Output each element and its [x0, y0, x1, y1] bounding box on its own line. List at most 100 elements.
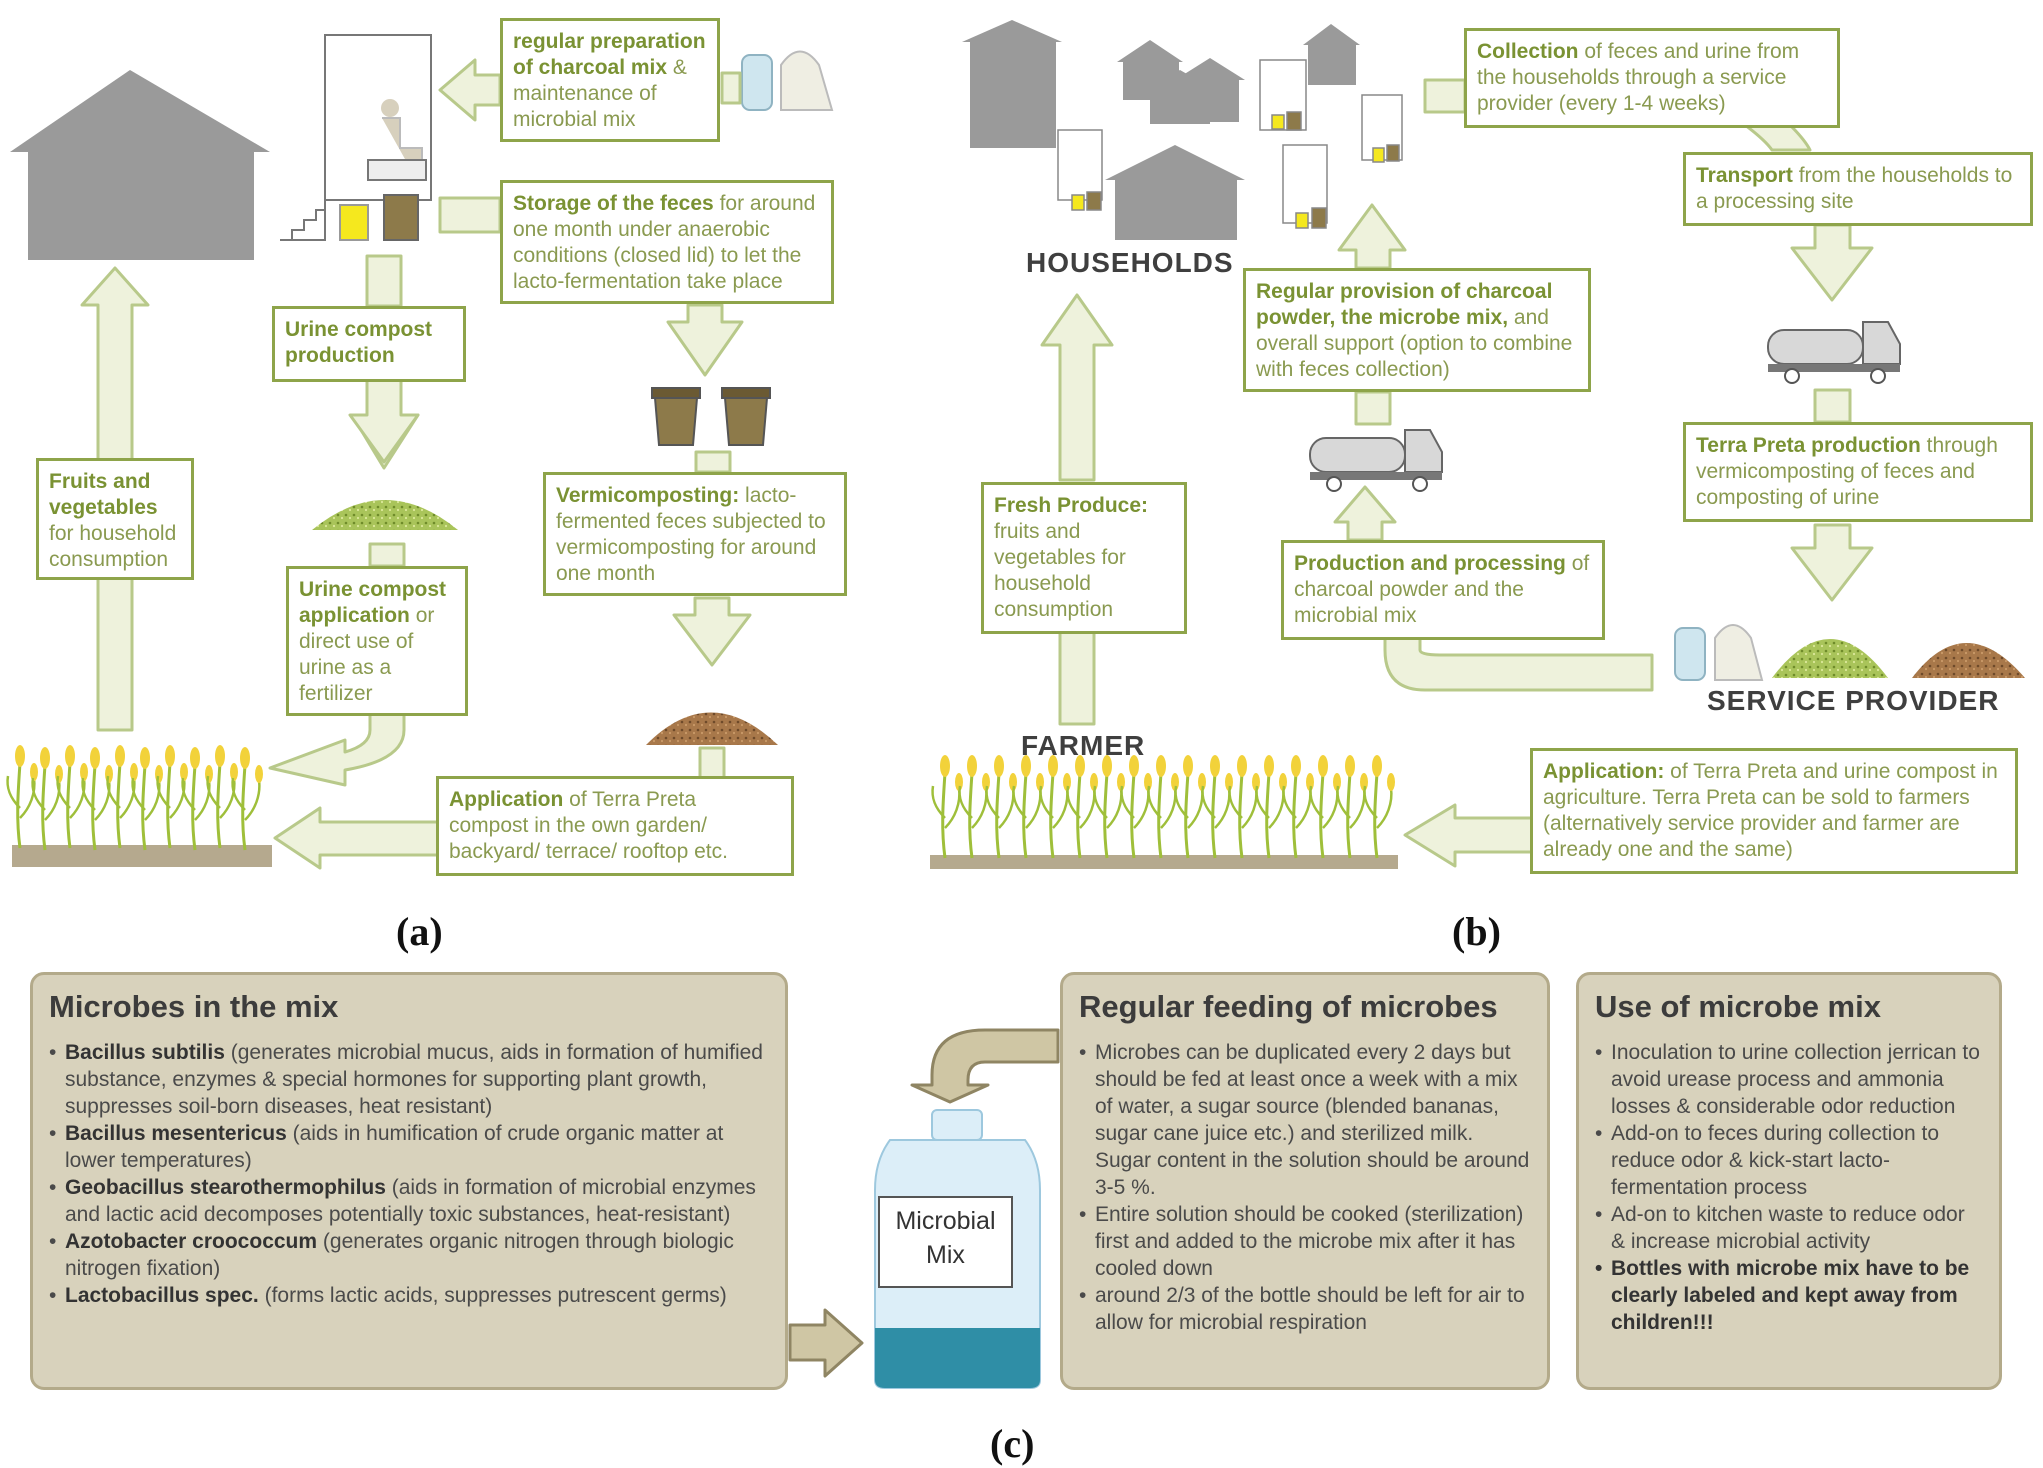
- list-item: Entire solution should be cooked (steril…: [1079, 1201, 1531, 1282]
- microbes-list: Bacillus subtilis (generates microbial m…: [49, 1039, 769, 1309]
- arrow-up-provision: [1337, 203, 1407, 270]
- box-charcoal-mix-text: & maintenance of microbial mix: [513, 56, 687, 131]
- arrow-curve-urine: [268, 712, 406, 787]
- service-provider-label: SERVICE PROVIDER: [1707, 685, 2000, 716]
- box-terra-preta-application: Application of Terra Preta compost in th…: [436, 776, 794, 876]
- box-urine-compost-production: Urine compost production: [272, 306, 466, 382]
- box-transport-text: from the households to a processing site: [1696, 164, 2013, 213]
- arrow-right-microbes: [788, 1308, 864, 1378]
- box-provision: Regular provision of charcoal powder, th…: [1243, 268, 1591, 392]
- list-item-warning: Bottles with microbe mix have to be clea…: [1595, 1255, 1983, 1336]
- arrow-up-fruits: [80, 266, 150, 462]
- arrow-down-transport: [1790, 223, 1874, 302]
- feeding-title: Regular feeding of microbes: [1079, 989, 1498, 1024]
- box-fresh-produce-title: Fresh Produce:: [994, 494, 1149, 517]
- box-storage-title: Storage of the feces: [513, 192, 714, 215]
- list-item: Bacillus mesentericus (aids in humificat…: [49, 1120, 769, 1174]
- list-item: Inoculation to urine collection jerrican…: [1595, 1039, 1983, 1120]
- arrow-curve-feeding: [910, 1028, 1060, 1104]
- box-application-b-title: Application:: [1543, 760, 1665, 783]
- box-fresh-produce-text: fruits and vegetables for household cons…: [994, 520, 1126, 621]
- panel-use-of-microbe-mix: Use of microbe mix Inoculation to urine …: [1576, 972, 2002, 1390]
- arrow-left-application: [273, 806, 440, 870]
- list-item: Azotobacter croococcum (generates organi…: [49, 1228, 769, 1282]
- arrow-down-vermi: [672, 596, 752, 667]
- box-collection: Collection of feces and urine from the h…: [1464, 28, 1840, 128]
- box-application-b: Application: of Terra Preta and urine co…: [1530, 748, 2018, 874]
- box-terra-preta-production: Terra Preta production through vermicomp…: [1683, 422, 2033, 522]
- box-urine-compost-production-title: Urine compost production: [285, 318, 433, 367]
- panel-b-label: (b): [1452, 909, 1501, 954]
- box-charcoal-mix-title: regular preparation of charcoal mix: [513, 30, 706, 79]
- box-provision-title: Regular provision of charcoal powder, th…: [1256, 280, 1553, 329]
- box-urine-application: Urine compost application or direct use …: [286, 566, 468, 716]
- use-list: Inoculation to urine collection jerrican…: [1595, 1039, 1983, 1336]
- box-application-b-text: of Terra Preta and urine compost in agri…: [1543, 760, 1998, 861]
- box-urine-application-text: or direct use of urine as a fertilizer: [299, 604, 435, 705]
- box-production-processing: Production and processing of charcoal po…: [1281, 540, 1605, 640]
- list-item: Add-on to feces during collection to red…: [1595, 1120, 1983, 1201]
- panel-regular-feeding: Regular feeding of microbes Microbes can…: [1060, 972, 1550, 1390]
- terra-preta-pile: [646, 712, 778, 745]
- box-vermicomposting-title: Vermicomposting:: [556, 484, 740, 507]
- arrow-curve-collection: [1743, 123, 1812, 152]
- panel-a-label: (a): [396, 909, 443, 954]
- arrow-curve-processing: [1383, 636, 1654, 692]
- toilet-icon: [280, 34, 432, 241]
- arrow-left-application-b: [1403, 803, 1534, 868]
- box-fruits-vegetables: Fruits and vegetables for household cons…: [36, 458, 194, 580]
- box-storage-text: for around one month under anaerobic con…: [513, 192, 816, 293]
- box-collection-title: Collection: [1477, 40, 1579, 63]
- arrow-up-processing: [1333, 485, 1397, 542]
- arrow-down-storage: [666, 303, 744, 377]
- list-item: Geobacillus stearothermophilus (aids in …: [49, 1174, 769, 1228]
- box-terra-preta-production-title: Terra Preta production: [1696, 434, 1921, 457]
- box-terra-preta-application-title: Application: [449, 788, 564, 811]
- connector-collection: [1423, 78, 1467, 114]
- box-terra-preta-production-text: through vermicomposting of feces and com…: [1696, 434, 1998, 509]
- list-item: Ad-on to kitchen waste to reduce odor & …: [1595, 1201, 1983, 1255]
- plant-row-a: [6, 743, 272, 867]
- arrow-down-sp: [1790, 523, 1874, 602]
- list-item: around 2/3 of the bottle should be left …: [1079, 1282, 1531, 1336]
- box-storage: Storage of the feces for around one mont…: [500, 180, 834, 304]
- use-title: Use of microbe mix: [1595, 989, 1881, 1024]
- jar-label: Microbial Mix: [878, 1196, 1013, 1288]
- urine-compost-pile: [312, 500, 458, 530]
- box-fresh-produce: Fresh Produce: fruits and vegetables for…: [981, 482, 1187, 634]
- house-icon: [10, 70, 270, 260]
- service-provider-icons: [1674, 624, 2025, 681]
- compost-bin-icons: [651, 387, 771, 446]
- box-transport: Transport from the households to a proce…: [1683, 152, 2033, 226]
- households-label: HOUSEHOLDS: [1026, 247, 1234, 278]
- plant-row-b: [930, 753, 1398, 869]
- small-toilets-icon: [1057, 59, 1403, 229]
- box-collection-text: of feces and urine from the households t…: [1477, 40, 1800, 115]
- houses-icon: [962, 20, 1360, 240]
- panel-c-label: (c): [990, 1421, 1035, 1466]
- connector-storage: [438, 196, 502, 234]
- arrow-up-households: [1040, 293, 1114, 482]
- list-item: Microbes can be duplicated every 2 days …: [1079, 1039, 1531, 1201]
- box-vermicomposting: Vermicomposting: lacto-fermented feces s…: [543, 472, 847, 596]
- panel-microbes-in-mix: Microbes in the mix Bacillus subtilis (g…: [30, 972, 788, 1390]
- microbes-title: Microbes in the mix: [49, 989, 339, 1024]
- jerrycan-icons: [741, 50, 834, 111]
- box-charcoal-mix: regular preparation of charcoal mix & ma…: [500, 18, 720, 142]
- list-item: Lactobacillus spec. (forms lactic acids,…: [49, 1282, 769, 1309]
- box-transport-title: Transport: [1696, 164, 1793, 187]
- feeding-list: Microbes can be duplicated every 2 days …: [1079, 1039, 1531, 1336]
- box-vermicomposting-text: lacto-fermented feces subjected to vermi…: [556, 484, 826, 585]
- arrow-left-1: [438, 58, 502, 122]
- farmer-label: FARMER: [1021, 730, 1146, 761]
- box-fruits-vegetables-text: for household consumption: [49, 522, 177, 571]
- box-production-processing-title: Production and processing: [1294, 552, 1566, 575]
- box-terra-preta-application-text: of Terra Preta compost in the own garden…: [449, 788, 728, 863]
- box-fruits-vegetables-title: Fruits and vegetables: [49, 470, 158, 519]
- box-urine-application-title: Urine compost application: [299, 578, 447, 627]
- box-provision-text: and overall support (option to combine w…: [1256, 306, 1573, 381]
- box-production-processing-text: of charcoal powder and the microbial mix: [1294, 552, 1590, 627]
- list-item: Bacillus subtilis (generates microbial m…: [49, 1039, 769, 1120]
- jar-label-line1: Microbial: [895, 1207, 996, 1235]
